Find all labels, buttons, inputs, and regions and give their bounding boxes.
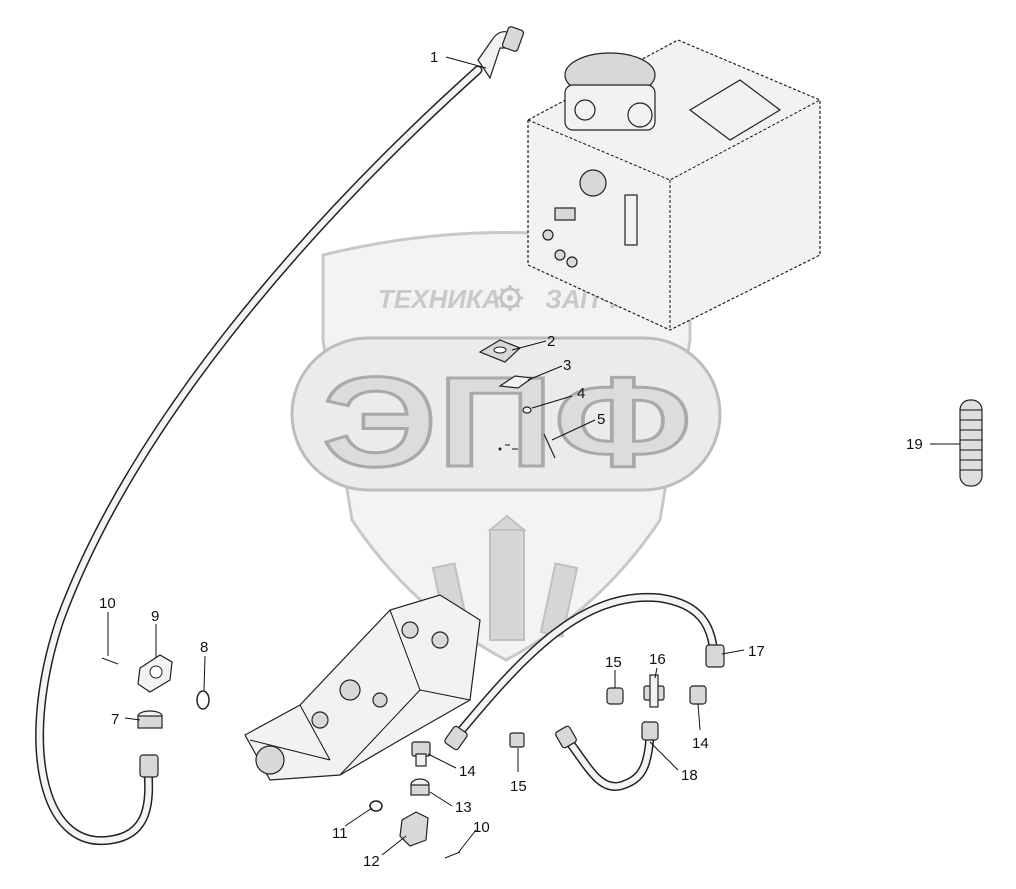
callout-10b: 10 bbox=[473, 819, 490, 836]
watermark-text-left: ТЕХНИКА bbox=[378, 284, 501, 314]
callout-15b: 15 bbox=[605, 654, 622, 671]
callout-9: 9 bbox=[151, 608, 159, 625]
callout-5: 5 bbox=[597, 411, 605, 428]
callout-11: 11 bbox=[332, 825, 348, 842]
callout-18: 18 bbox=[681, 767, 698, 784]
callout-7: 7 bbox=[111, 711, 119, 728]
fittings bbox=[101, 399, 983, 859]
callout-8: 8 bbox=[200, 639, 208, 656]
callout-labels: 1 2 3 4 5 10 9 8 7 11 12 13 10 14 15 15 … bbox=[99, 49, 923, 870]
pump-assembly bbox=[244, 594, 481, 781]
callout-13: 13 bbox=[455, 799, 472, 816]
callout-10a: 10 bbox=[99, 595, 116, 612]
callout-17: 17 bbox=[748, 643, 765, 660]
callout-4: 4 bbox=[577, 385, 585, 402]
callout-12: 12 bbox=[363, 853, 380, 870]
sleeve-19 bbox=[959, 399, 983, 487]
callout-15a: 15 bbox=[510, 778, 527, 795]
leader-lines bbox=[107, 56, 960, 856]
callout-2: 2 bbox=[547, 333, 555, 350]
gear-icon bbox=[497, 285, 523, 311]
pressure-hose bbox=[444, 592, 725, 751]
callout-14b: 14 bbox=[692, 735, 709, 752]
callout-1: 1 bbox=[430, 49, 438, 66]
small-parts bbox=[478, 339, 556, 459]
long-hose bbox=[35, 26, 525, 846]
short-hose bbox=[555, 721, 659, 791]
callout-19: 19 bbox=[906, 436, 923, 453]
hydraulic-tank bbox=[527, 39, 821, 331]
watermark-band bbox=[290, 336, 722, 492]
callout-14a: 14 bbox=[459, 763, 476, 780]
callout-3: 3 bbox=[563, 357, 571, 374]
callout-16: 16 bbox=[649, 651, 666, 668]
watermark-big-text: ЭПФ bbox=[322, 351, 692, 494]
